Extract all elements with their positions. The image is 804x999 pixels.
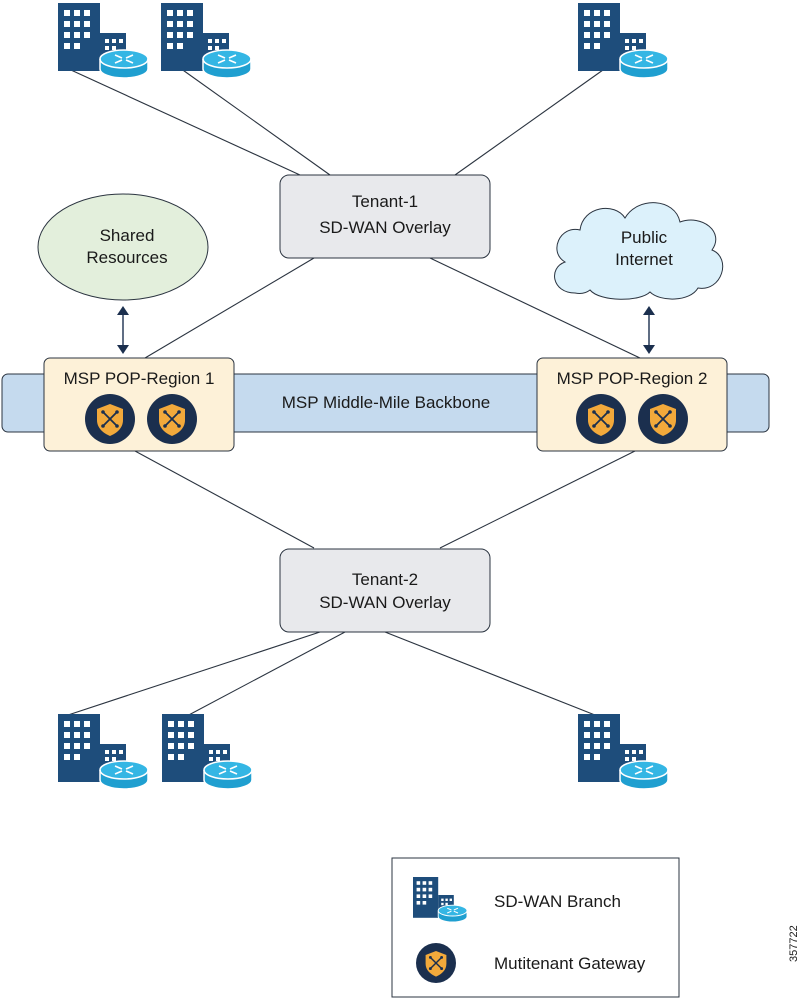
pop-region-1-label: MSP POP-Region 1 bbox=[64, 369, 215, 388]
shared-resources: Shared Resources bbox=[37, 193, 209, 301]
gateway-shield-icon bbox=[146, 393, 198, 445]
public-internet-line2: Internet bbox=[615, 250, 673, 269]
tenant-2-subtitle: SD-WAN Overlay bbox=[319, 593, 451, 612]
legend-branch-label: SD-WAN Branch bbox=[494, 892, 621, 911]
tenant-1-subtitle: SD-WAN Overlay bbox=[319, 218, 451, 237]
branch-router-icon bbox=[161, 713, 253, 790]
tenant-2-title: Tenant-2 bbox=[352, 570, 418, 589]
branch-router-icon bbox=[160, 2, 252, 79]
public-internet-cloud: Public Internet bbox=[554, 202, 724, 300]
pop-region-2: MSP POP-Region 2 bbox=[536, 357, 728, 452]
gateway-shield-icon bbox=[637, 393, 689, 445]
figure-id: 357722 bbox=[788, 925, 800, 962]
public-internet-line1: Public bbox=[621, 228, 668, 247]
branch-router-icon bbox=[577, 713, 669, 790]
legend-gateway-label: Mutitenant Gateway bbox=[494, 954, 646, 973]
shared-resources-arrow bbox=[117, 306, 129, 354]
legend: SD-WAN Branch Mutitenant Gateway bbox=[391, 857, 680, 998]
shared-resources-line1: Shared bbox=[100, 226, 155, 245]
legend-gateway-shield-icon bbox=[415, 942, 457, 984]
tenant-2-overlay: Tenant-2 SD-WAN Overlay bbox=[279, 548, 491, 633]
tenant-1-title: Tenant-1 bbox=[352, 192, 418, 211]
gateway-shield-icon bbox=[84, 393, 136, 445]
tenant-1-overlay: Tenant-1 SD-WAN Overlay bbox=[279, 174, 491, 259]
pop-region-2-label: MSP POP-Region 2 bbox=[557, 369, 708, 388]
branch-router-icon bbox=[577, 2, 669, 79]
branch-router-icon bbox=[57, 2, 149, 79]
branch-router-icon bbox=[57, 713, 149, 790]
backbone-label: MSP Middle-Mile Backbone bbox=[282, 393, 491, 412]
gateway-shield-icon bbox=[575, 393, 627, 445]
links bbox=[59, 64, 641, 718]
shared-resources-line2: Resources bbox=[86, 248, 167, 267]
pop-region-1: MSP POP-Region 1 bbox=[43, 357, 235, 452]
public-internet-arrow bbox=[643, 306, 655, 354]
